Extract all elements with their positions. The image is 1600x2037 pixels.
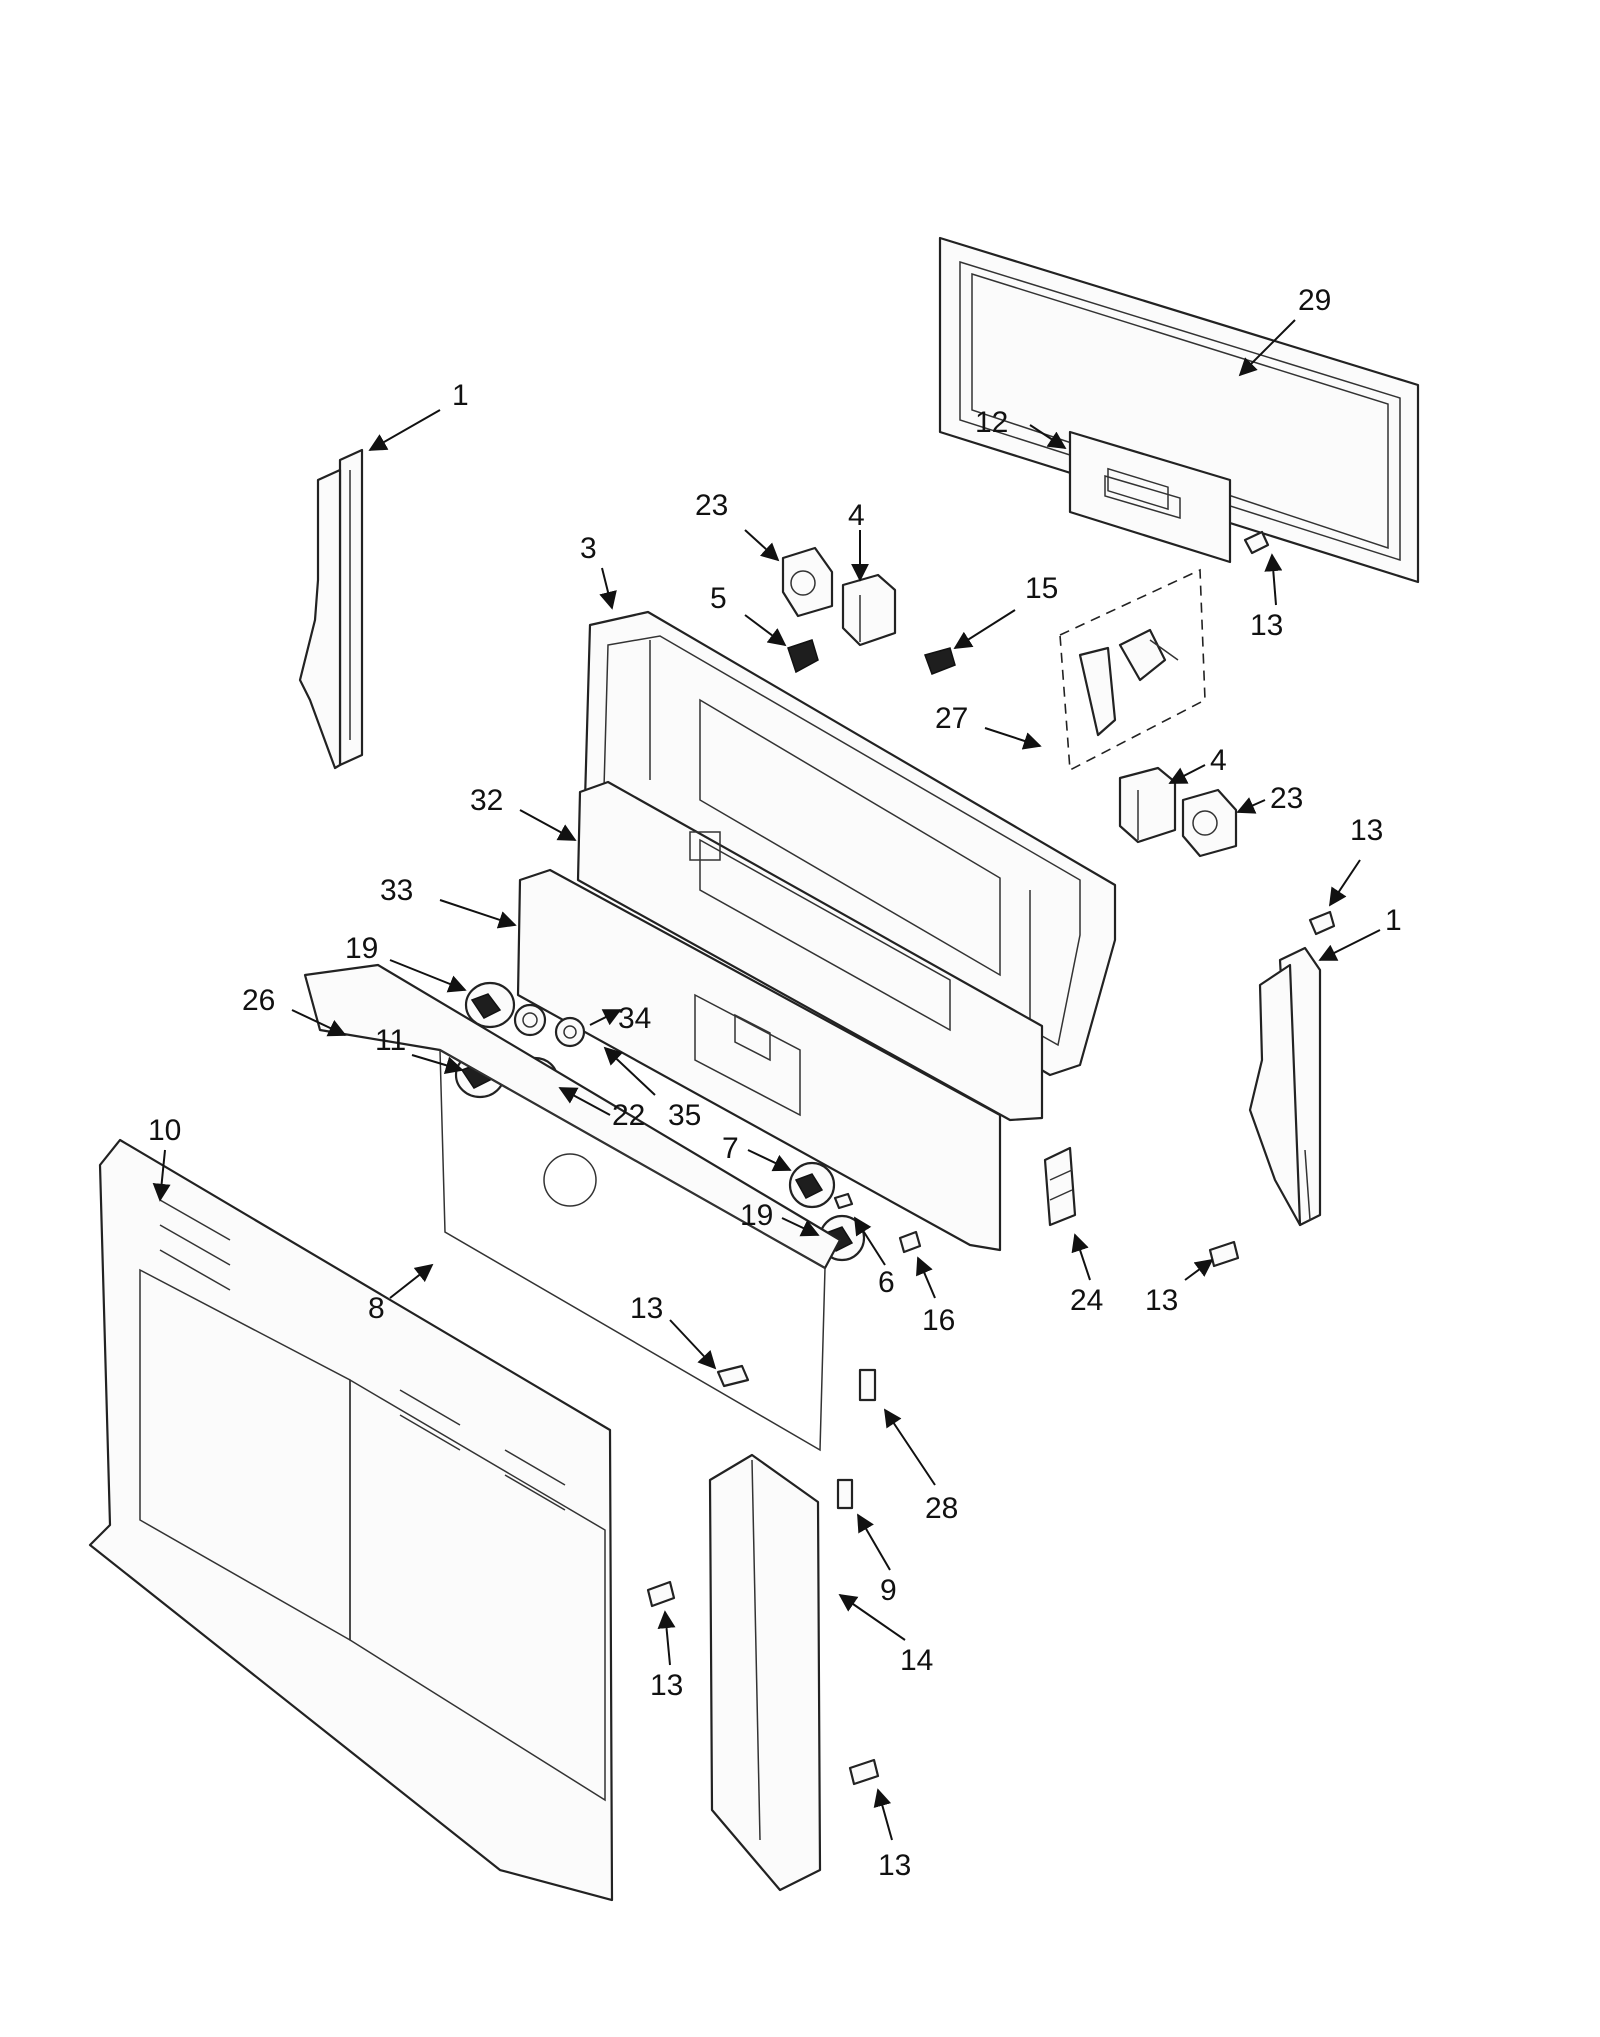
callout-13-right-lower: 13 xyxy=(1145,1284,1178,1317)
callout-24: 24 xyxy=(1070,1284,1103,1317)
part-5-clip xyxy=(787,639,819,674)
callout-8: 8 xyxy=(368,1292,385,1325)
part-27-assembly xyxy=(1059,568,1206,772)
callout-23-upper: 23 xyxy=(695,489,728,522)
screw-13-top-right xyxy=(1243,530,1270,555)
part-28-bolt xyxy=(858,1368,877,1402)
part-6-screw xyxy=(833,1192,854,1210)
callout-32: 32 xyxy=(470,784,503,817)
leader-lines xyxy=(152,319,1381,1841)
callout-labels: 1 29 12 23 4 3 5 15 13 27 4 23 13 1 32 3… xyxy=(148,284,1402,1882)
part-19-knob-upper xyxy=(464,981,516,1029)
callout-22: 22 xyxy=(612,1099,645,1132)
part-14-side-trim xyxy=(708,1453,822,1892)
part-1-right-side-bracket xyxy=(1248,946,1322,1227)
screw-13-right-lower xyxy=(1208,1240,1240,1268)
callout-1-right: 1 xyxy=(1385,904,1402,937)
callout-13-mid: 13 xyxy=(630,1292,663,1325)
callout-28: 28 xyxy=(925,1492,958,1525)
callout-1-left: 1 xyxy=(452,379,469,412)
callout-12: 12 xyxy=(975,406,1008,439)
part-16-screw xyxy=(898,1230,922,1254)
callout-19-lower: 19 xyxy=(740,1199,773,1232)
callout-33: 33 xyxy=(380,874,413,907)
part-12-electronic-control xyxy=(1068,430,1232,564)
callout-27: 27 xyxy=(935,702,968,735)
callout-13-right-upper: 13 xyxy=(1350,814,1383,847)
callout-4-lower: 4 xyxy=(1210,744,1227,777)
callout-5: 5 xyxy=(710,582,727,615)
part-34-bezel xyxy=(513,1003,547,1037)
screw-13-right-upper xyxy=(1308,910,1336,936)
callout-15: 15 xyxy=(1025,572,1058,605)
part-33-front-panel xyxy=(516,868,1002,1252)
part-1-left-side-bracket xyxy=(298,448,364,770)
screw-13-left-lower xyxy=(646,1580,676,1608)
callout-9: 9 xyxy=(880,1574,897,1607)
callout-13-bottom: 13 xyxy=(878,1849,911,1882)
callout-19-upper: 19 xyxy=(345,932,378,965)
callout-7: 7 xyxy=(722,1132,739,1165)
part-15-component xyxy=(924,647,956,675)
part-32-mounting-plate xyxy=(576,780,1044,1122)
part-35-bezel xyxy=(554,1016,586,1048)
part-23-upper-switch xyxy=(781,546,834,618)
part-4-upper-block xyxy=(841,573,897,647)
screw-13-mid xyxy=(716,1364,750,1388)
callout-6: 6 xyxy=(878,1266,895,1299)
callout-13-top-right: 13 xyxy=(1250,609,1283,642)
callout-26: 26 xyxy=(242,984,275,1017)
part-24-clip xyxy=(1043,1146,1077,1227)
callout-13-left-lower: 13 xyxy=(650,1669,683,1702)
callout-3: 3 xyxy=(580,532,597,565)
part-4-lower-block xyxy=(1118,766,1177,844)
part-10-lower-panel xyxy=(88,1138,614,1902)
callout-14: 14 xyxy=(900,1644,933,1677)
part-9-bolt xyxy=(836,1478,854,1510)
callout-16: 16 xyxy=(922,1304,955,1337)
part-23-lower-switch xyxy=(1181,788,1238,858)
callout-10: 10 xyxy=(148,1114,181,1147)
callout-29: 29 xyxy=(1298,284,1331,317)
part-26-8-trim-bar xyxy=(303,963,842,1452)
callout-23-lower: 23 xyxy=(1270,782,1303,815)
callout-35: 35 xyxy=(668,1099,701,1132)
part-7-knob xyxy=(788,1161,836,1209)
callout-11: 11 xyxy=(375,1024,406,1057)
callout-4-upper: 4 xyxy=(848,499,865,532)
screw-13-bottom xyxy=(848,1758,880,1786)
callout-34: 34 xyxy=(618,1002,651,1035)
